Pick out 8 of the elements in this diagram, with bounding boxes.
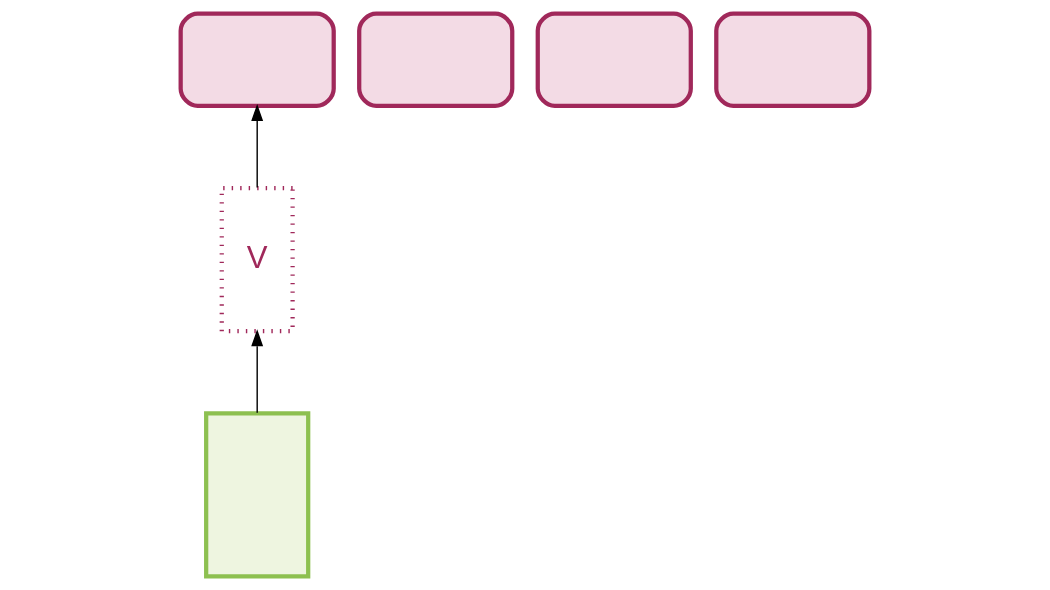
node-box: V bbox=[219, 185, 295, 334]
node-laptop bbox=[714, 11, 872, 108]
node-laptop bbox=[357, 11, 515, 108]
arrow bbox=[251, 103, 264, 189]
node-laptop bbox=[178, 11, 336, 108]
arrow bbox=[251, 329, 264, 414]
node-laptop bbox=[535, 11, 693, 108]
node-server bbox=[204, 411, 311, 579]
